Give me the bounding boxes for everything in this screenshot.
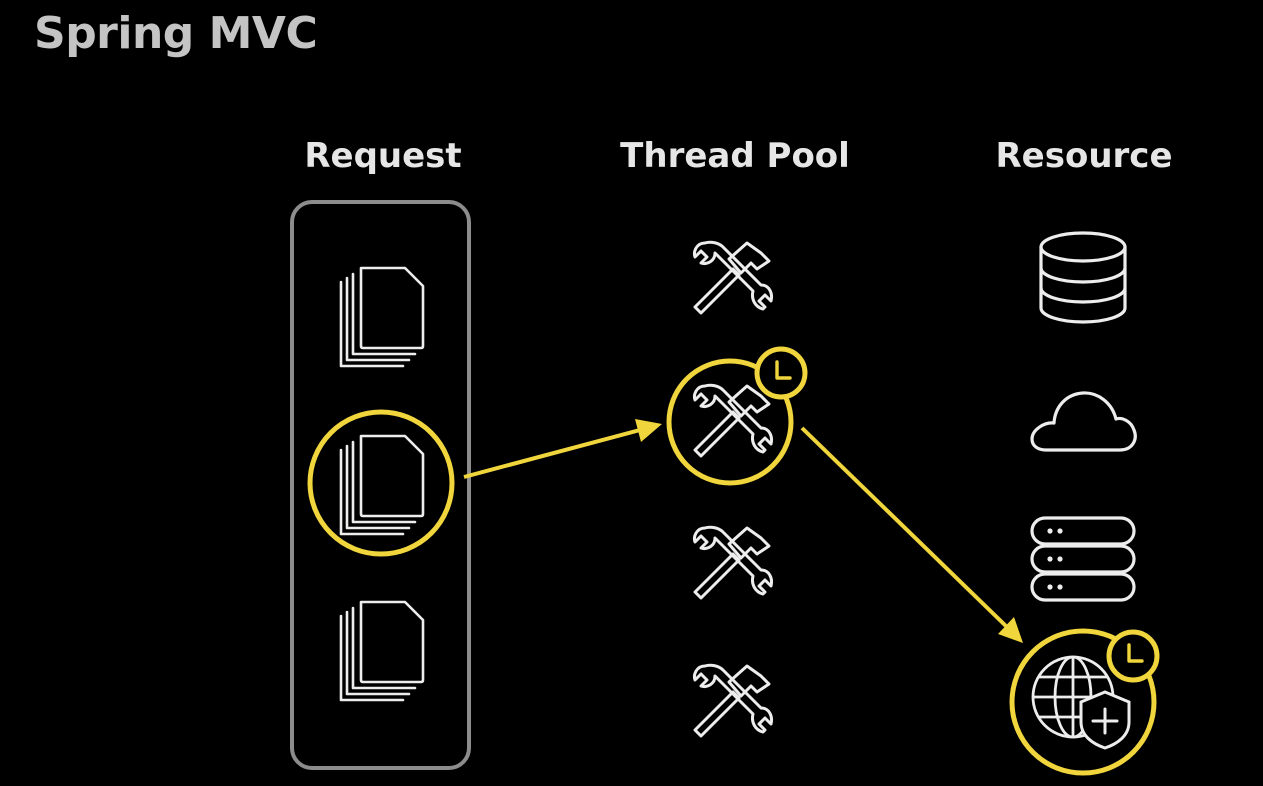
request-to-thread-arrow <box>463 419 662 479</box>
thread-to-resource-arrow <box>800 426 1023 643</box>
clock-badge-icon <box>757 349 805 397</box>
resource-column-header: Resource <box>995 136 1173 176</box>
active-thread-highlight <box>666 358 794 486</box>
thread-tools-icon <box>692 383 774 458</box>
database-icon <box>1039 231 1127 324</box>
thread-tools-icon <box>692 525 774 600</box>
server-rack-lights <box>1047 528 1063 590</box>
document-stack-icon <box>339 600 425 702</box>
page-title: Spring MVC <box>34 8 318 59</box>
document-stack-icon <box>339 266 425 368</box>
shield-plus-icon <box>1079 690 1131 750</box>
clock-badge-icon <box>1109 632 1157 680</box>
request-container <box>290 200 471 770</box>
thread-tools-icon <box>692 240 774 315</box>
request-column-header: Request <box>304 136 462 176</box>
active-request-highlight <box>307 409 455 557</box>
thread-tools-icon <box>692 663 774 738</box>
thread-pool-column-header: Thread Pool <box>620 136 850 176</box>
server-rack-icon <box>1030 516 1136 602</box>
document-stack-icon <box>339 434 425 536</box>
active-resource-highlight <box>1009 628 1157 776</box>
cloud-icon <box>1030 391 1137 452</box>
